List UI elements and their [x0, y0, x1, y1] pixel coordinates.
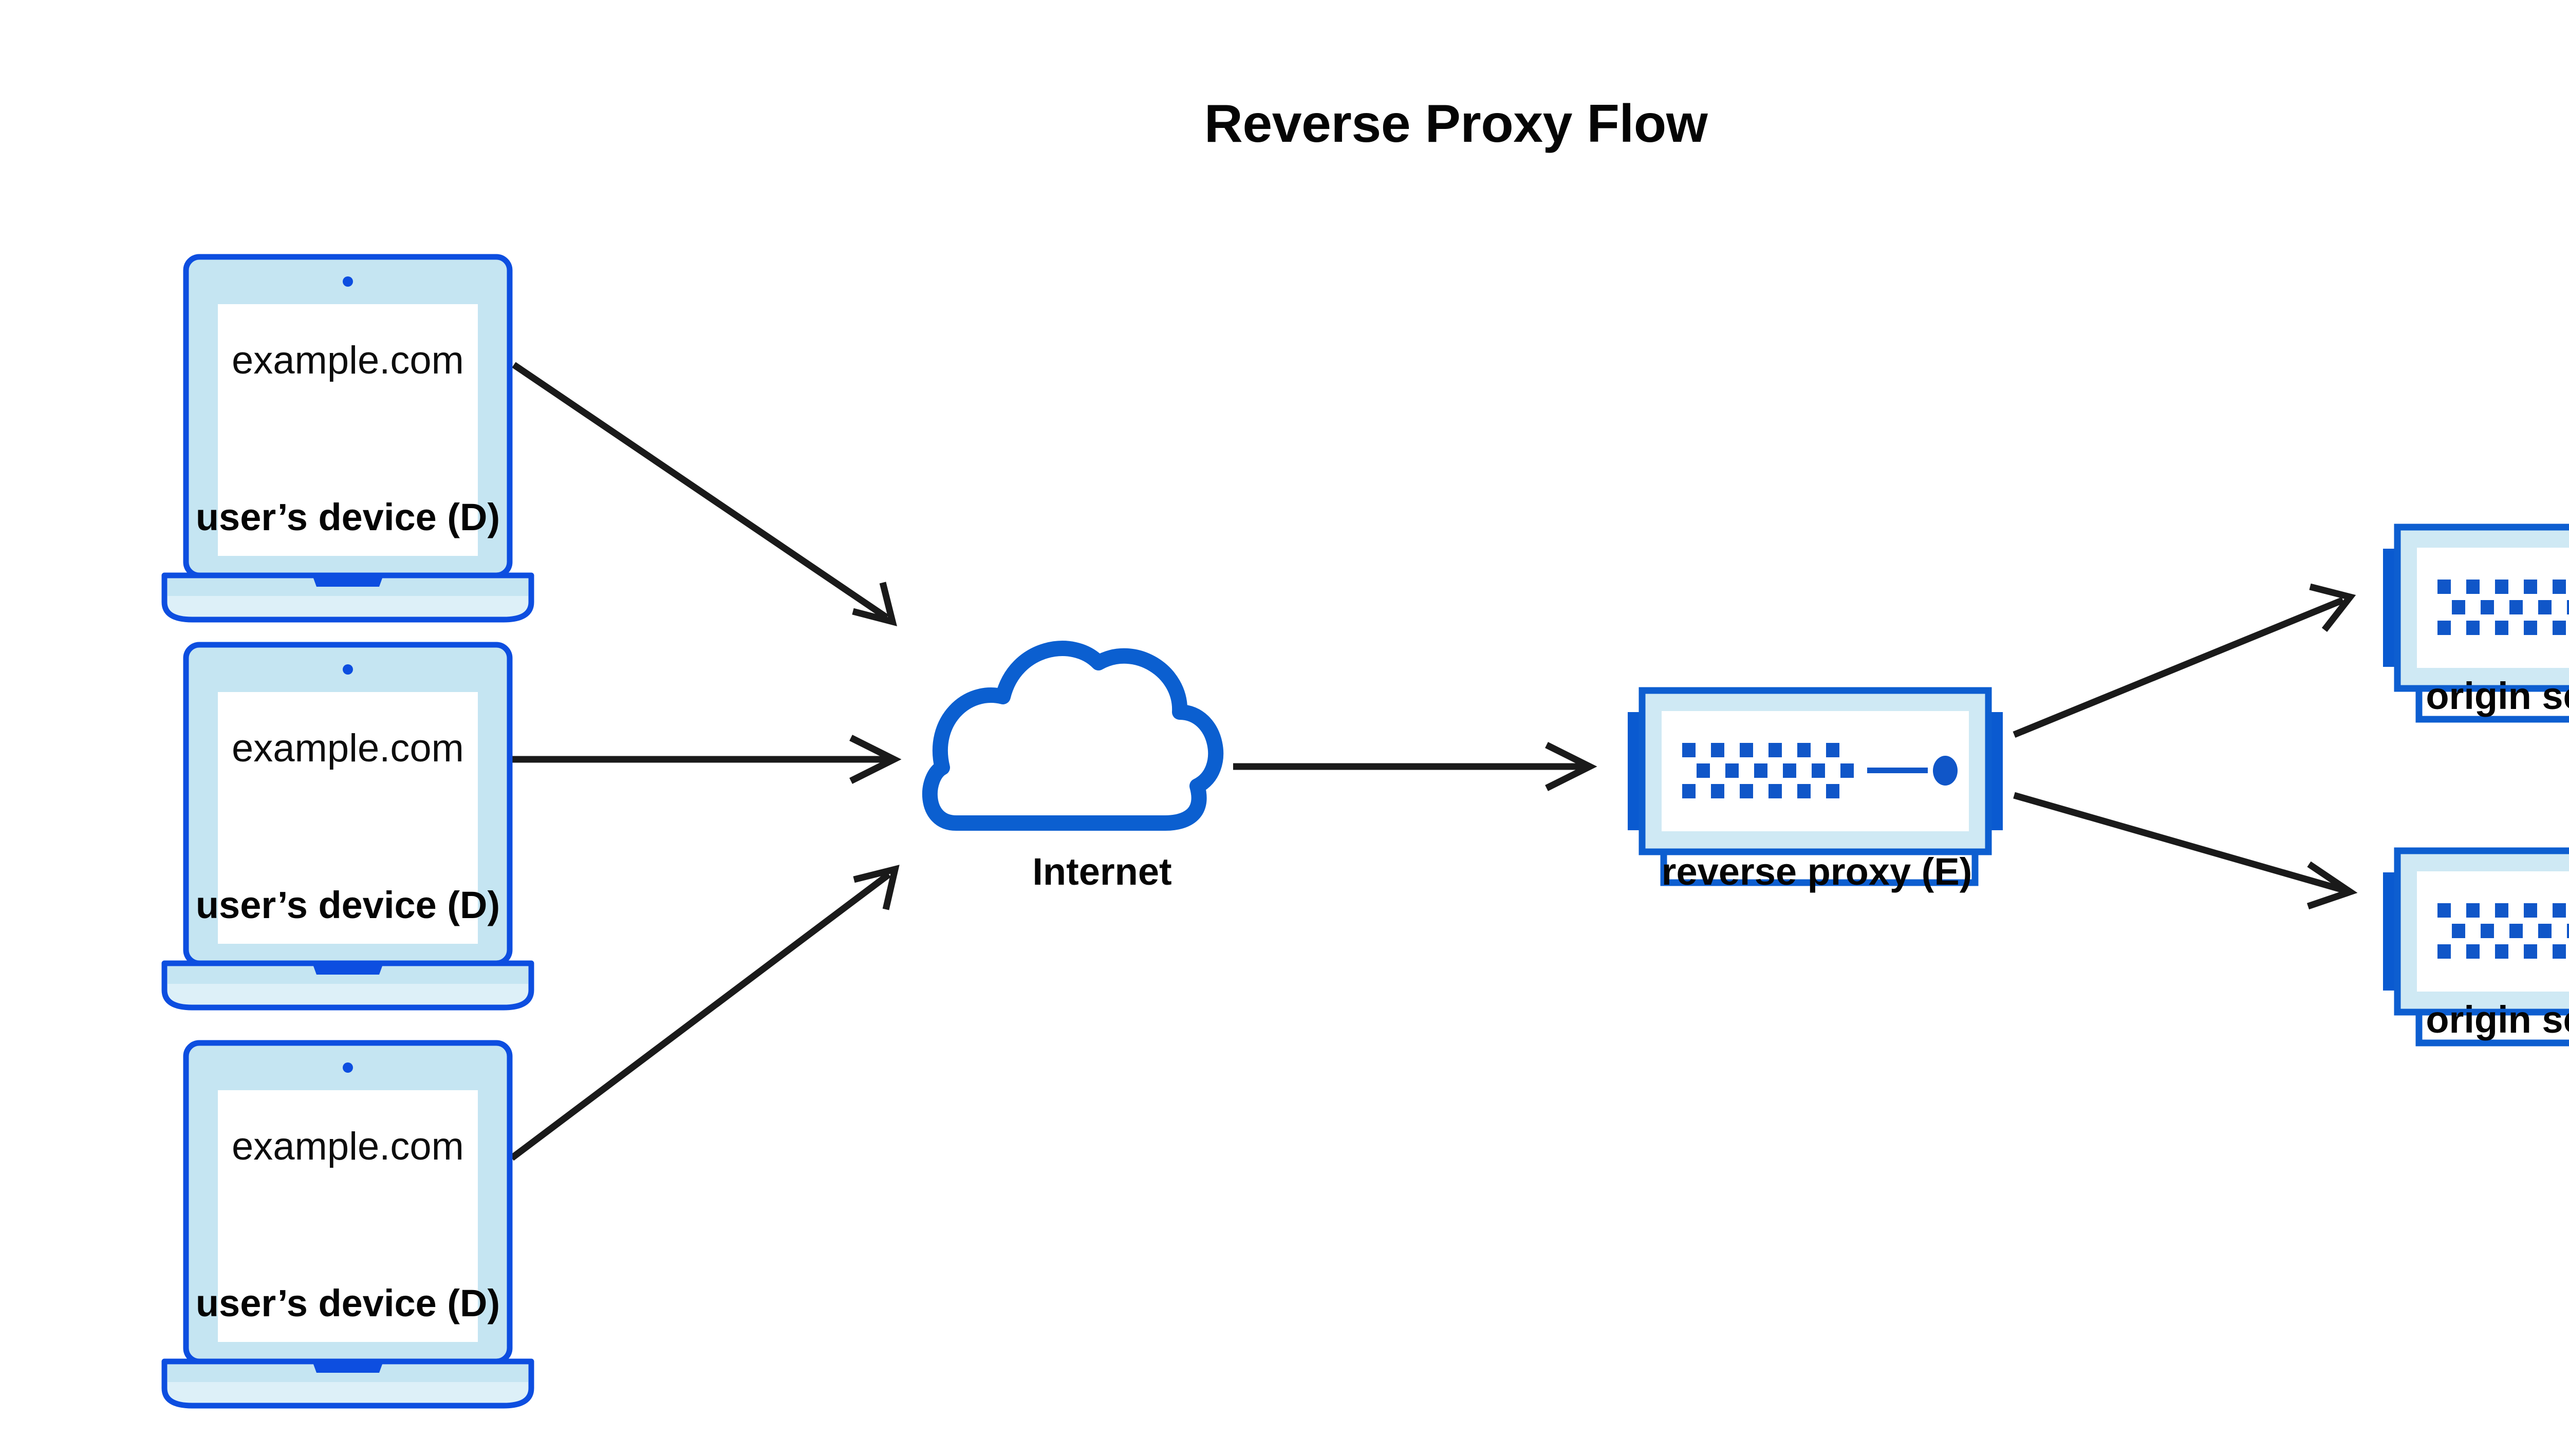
device-2-icon	[164, 645, 531, 1007]
device-1-icon	[164, 257, 531, 620]
device-1-screen-text: example.com	[232, 339, 464, 382]
device-2-label: user’s device (D)	[195, 884, 500, 926]
internet-cloud-icon	[922, 641, 1224, 831]
arrow-device2-to-internet	[510, 735, 902, 784]
arrow-proxy-to-origin2	[2013, 792, 2358, 910]
internet-label: Internet	[1032, 850, 1172, 893]
origin-1-label: origin server (F)	[2426, 675, 2569, 717]
arrow-proxy-to-origin1	[2013, 583, 2356, 738]
arrow-device1-to-internet	[512, 362, 897, 627]
device-3-screen-text: example.com	[232, 1125, 464, 1168]
page-title: Reverse Proxy Flow	[1204, 94, 1708, 154]
device-1-label: user’s device (D)	[195, 496, 500, 538]
arrow-internet-to-proxy	[1233, 742, 1597, 791]
device-2-screen-text: example.com	[232, 726, 464, 770]
device-3-label: user’s device (D)	[195, 1282, 500, 1324]
reverse-proxy-label: reverse proxy (E)	[1661, 850, 1972, 893]
device-3-icon	[164, 1043, 531, 1406]
connector-group	[510, 362, 2358, 1161]
arrow-device3-to-internet	[510, 865, 900, 1161]
origin-2-label: origin server (F)	[2426, 998, 2569, 1041]
